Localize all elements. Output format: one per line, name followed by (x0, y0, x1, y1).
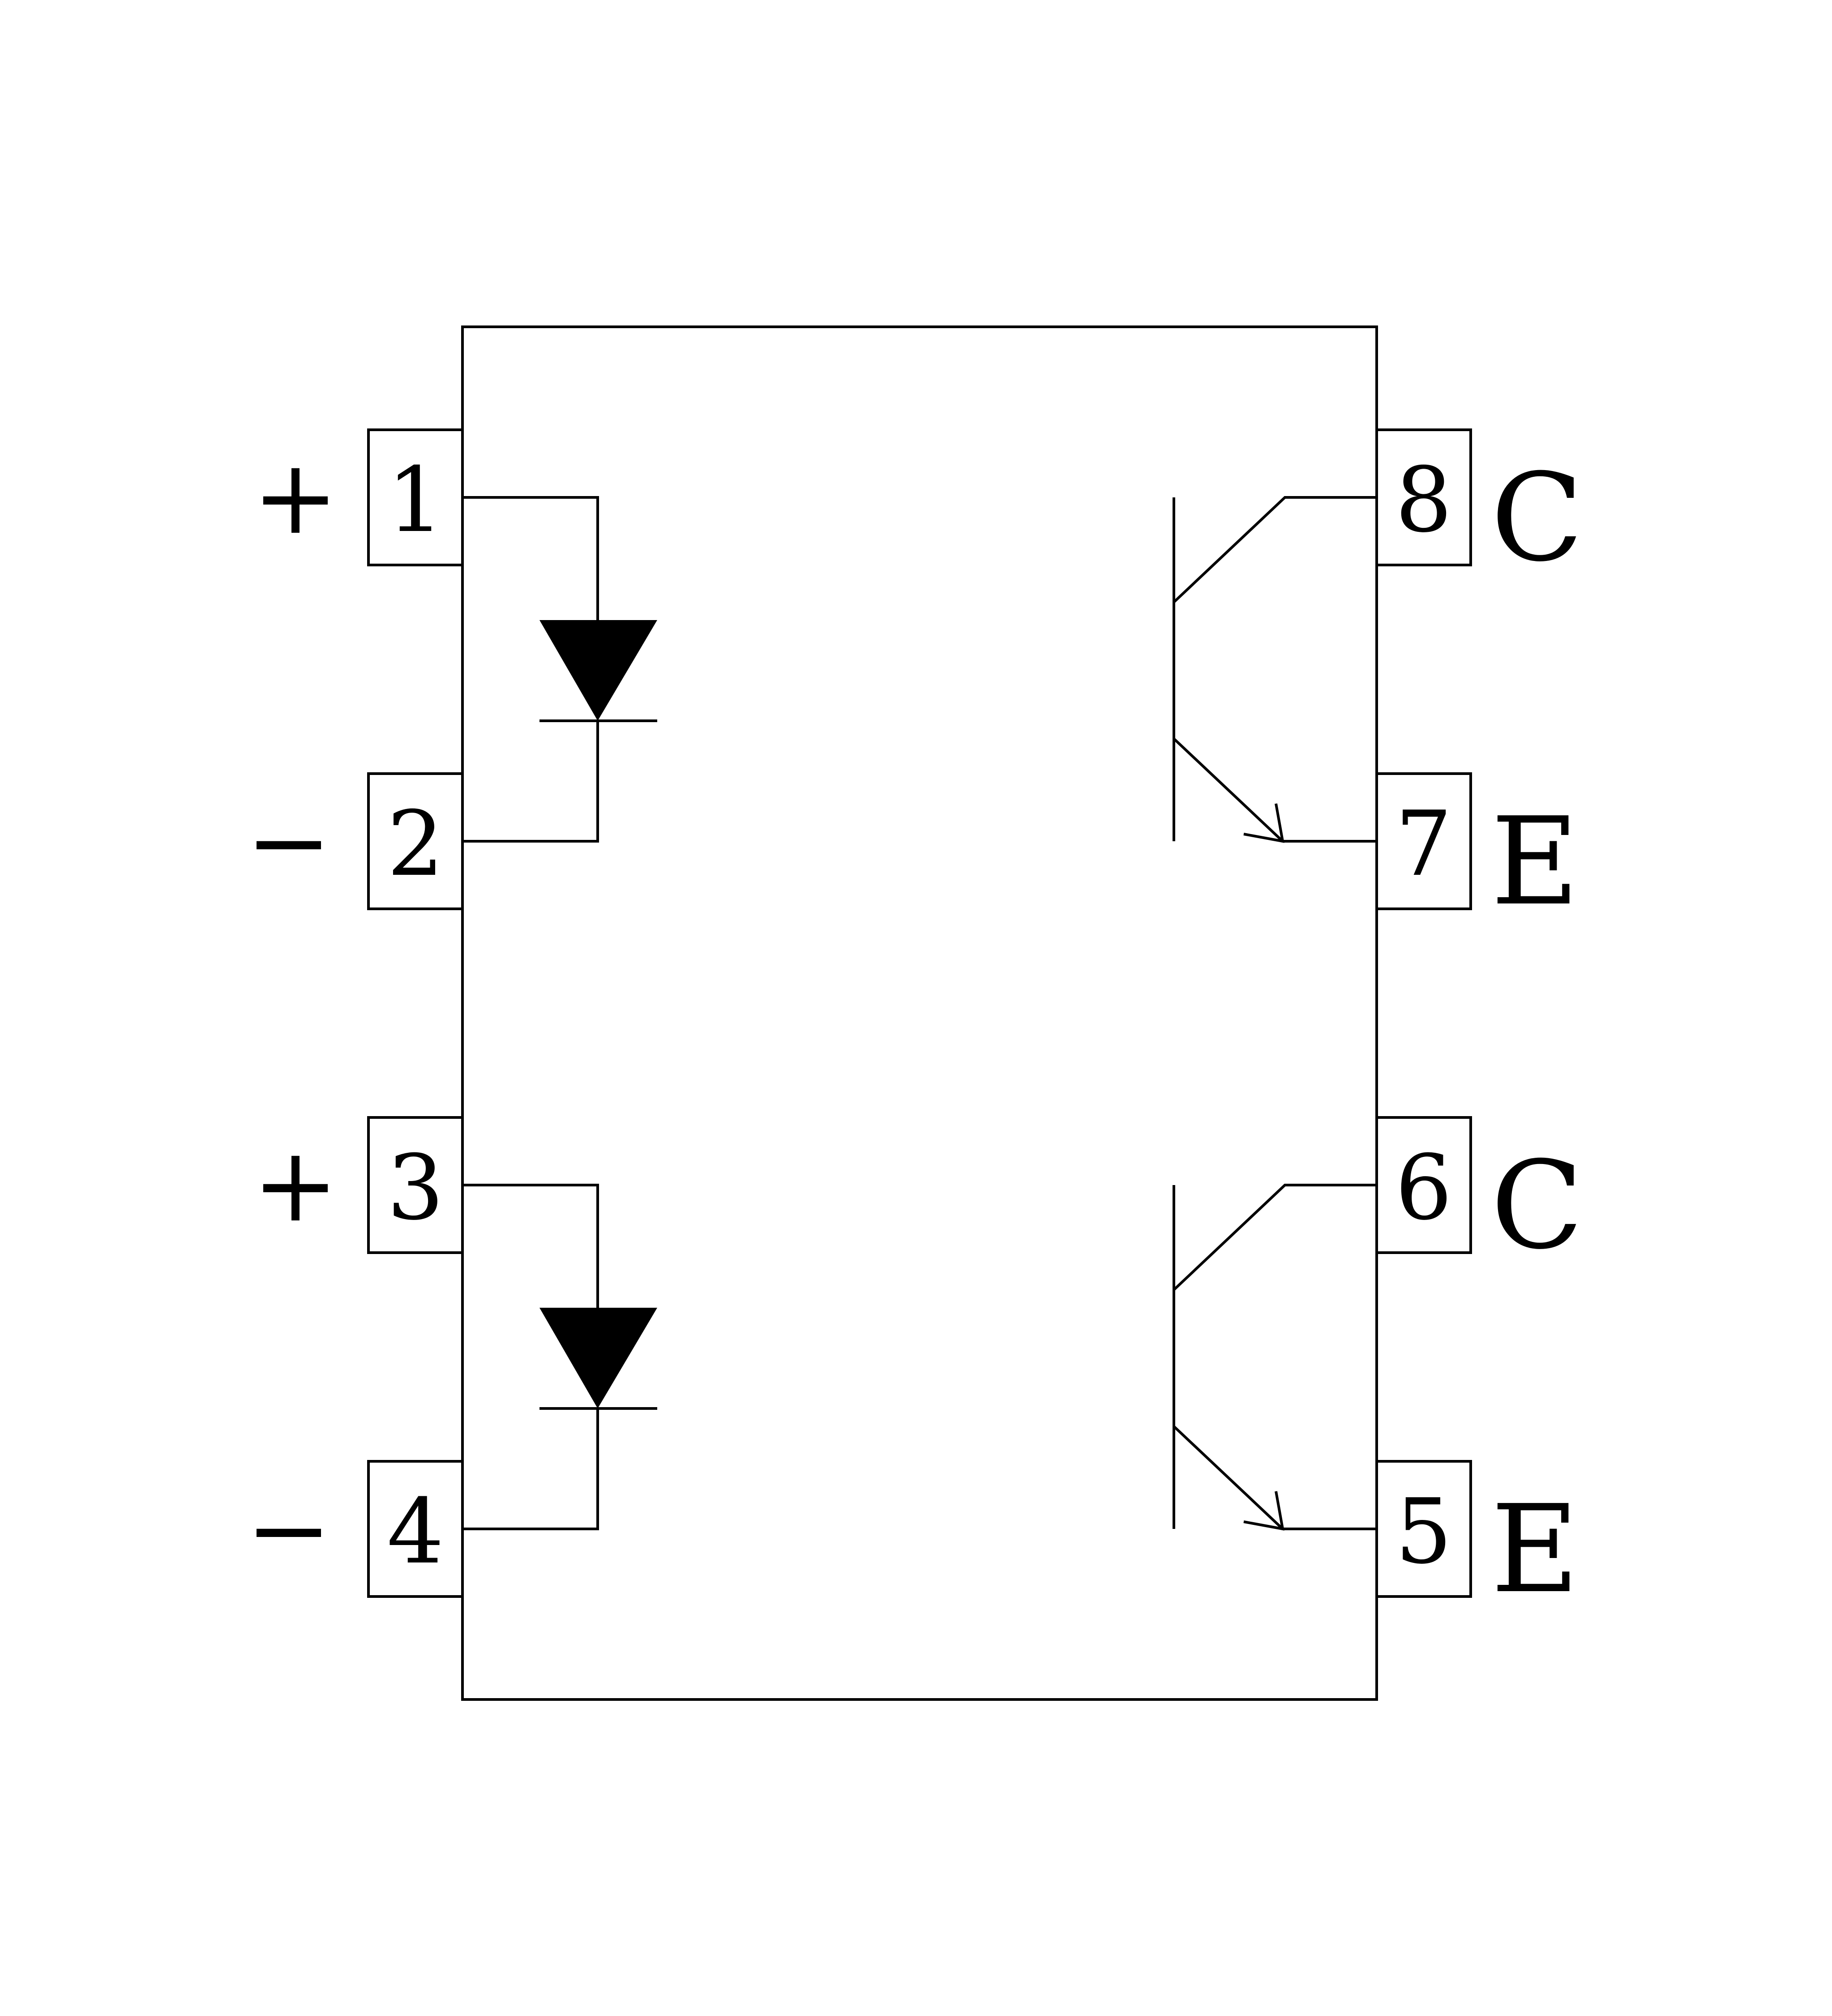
pin-number-2: 2 (387, 792, 444, 896)
pin-number-1: 1 (387, 448, 444, 552)
package-body (461, 325, 1378, 1701)
pin-1-polarity: + (253, 438, 339, 557)
phototransistor-1 (1173, 496, 1377, 843)
transistor-2-emitter-arrow (1243, 1491, 1284, 1531)
pin-number-7: 7 (1395, 792, 1452, 896)
led-2 (462, 1184, 657, 1530)
pin-6-function: C (1491, 1135, 1584, 1276)
led-1-anode-wire (462, 496, 599, 620)
pin-number-4: 4 (387, 1480, 444, 1584)
led-1 (462, 496, 657, 843)
led-2-cathode-wire (462, 1408, 599, 1530)
pin-7-function: E (1491, 791, 1579, 932)
pin-number-6: 6 (1395, 1136, 1452, 1240)
led-2-anode-wire (462, 1184, 599, 1308)
phototransistor-2 (1173, 1184, 1377, 1531)
led-2-triangle (539, 1308, 657, 1408)
pin-box-6 (1375, 1116, 1472, 1254)
led-1-cathode-wire (462, 721, 599, 843)
pin-2-polarity: − (246, 783, 332, 902)
transistor-1-collector (1173, 496, 1377, 604)
pin-box-3 (367, 1116, 464, 1254)
pin-8-function: C (1491, 447, 1584, 588)
led-1-triangle (539, 620, 657, 721)
pin-3-polarity: + (253, 1126, 339, 1245)
pin-4-polarity: − (246, 1470, 332, 1590)
pin-box-8 (1375, 428, 1472, 566)
pin-number-8: 8 (1395, 448, 1452, 552)
pin-box-1 (367, 428, 464, 566)
pin-number-3: 3 (387, 1136, 444, 1240)
pin-5-function: E (1491, 1479, 1579, 1620)
pin-number-5: 5 (1395, 1480, 1452, 1584)
transistor-1-emitter-arrow (1243, 803, 1284, 843)
pin-box-2 (367, 772, 464, 910)
transistor-2-collector (1173, 1184, 1377, 1291)
